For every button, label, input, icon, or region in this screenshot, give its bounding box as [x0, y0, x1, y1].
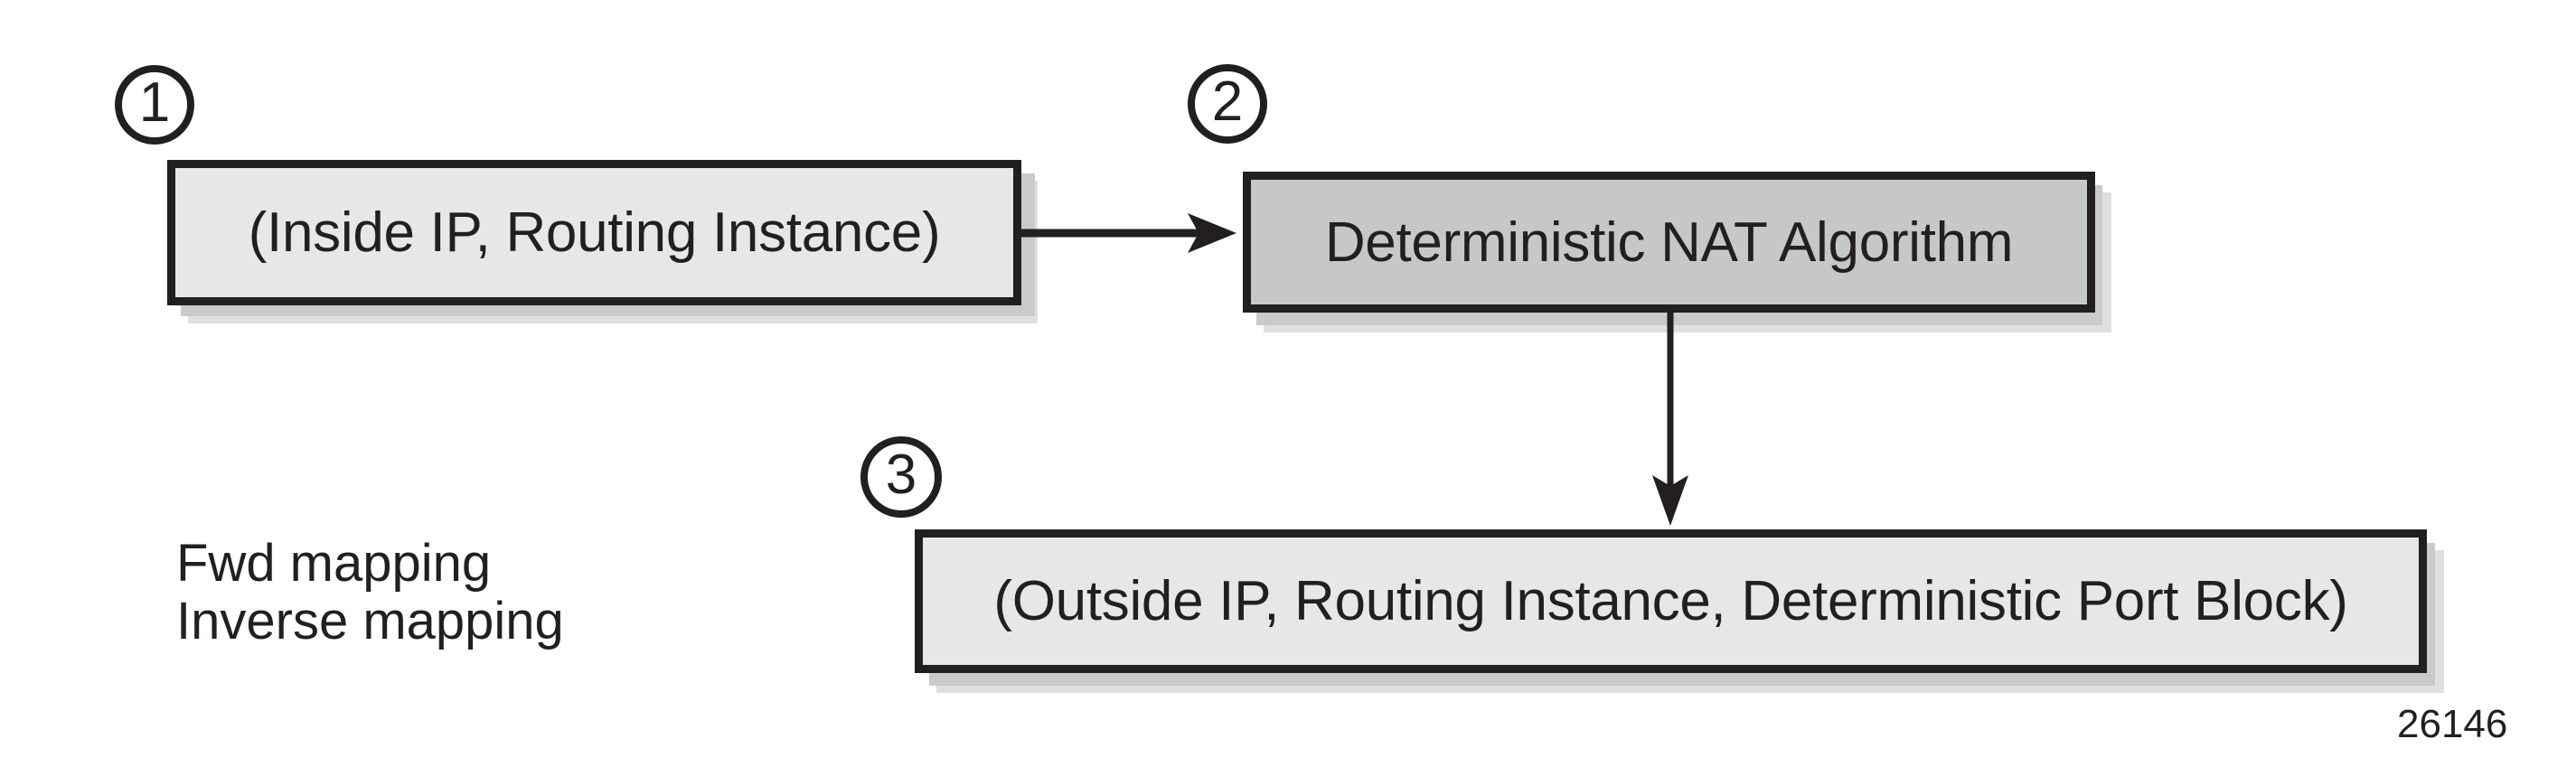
inside-tuple-box[interactable]: (Inside IP, Routing Instance) — [167, 160, 1021, 305]
callout-badge-2: 2 — [1188, 64, 1267, 144]
deterministic-nat-algorithm-box[interactable]: Deterministic NAT Algorithm — [1243, 172, 2095, 313]
callout-badge-3: 3 — [860, 436, 942, 518]
callout-badge-1-label: 1 — [138, 71, 171, 134]
inside-tuple-box-label: (Inside IP, Routing Instance) — [248, 201, 941, 264]
callout-badge-3-label: 3 — [885, 444, 917, 506]
outside-tuple-box-label: (Outside IP, Routing Instance, Determini… — [993, 570, 2348, 632]
connector-inside-to-algorithm — [1016, 210, 1242, 257]
mapping-notes: Fwd mapping Inverse mapping — [176, 534, 564, 650]
figure-number: 26146 — [2397, 702, 2508, 746]
deterministic-nat-algorithm-box-label: Deterministic NAT Algorithm — [1324, 210, 2014, 274]
outside-tuple-box[interactable]: (Outside IP, Routing Instance, Determini… — [915, 529, 2427, 673]
callout-badge-1: 1 — [115, 65, 194, 145]
callout-badge-2-label: 2 — [1211, 70, 1244, 133]
connector-algorithm-to-outside — [1647, 311, 1694, 528]
connector-inside-to-algorithm-arrowhead — [1188, 213, 1236, 253]
connector-algorithm-to-outside-arrowhead — [1652, 475, 1688, 526]
